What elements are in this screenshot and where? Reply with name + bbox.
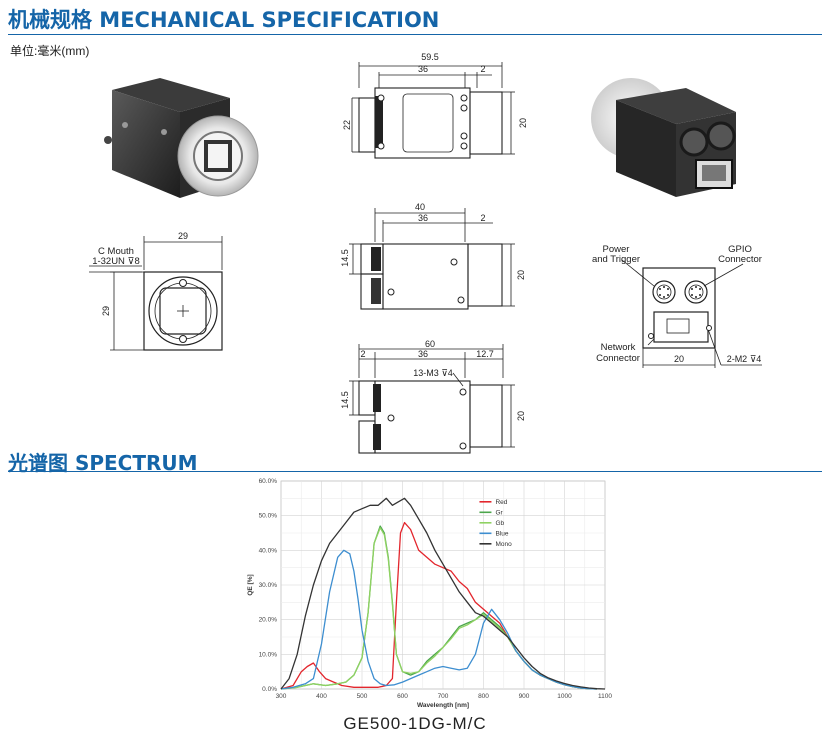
front-view-drawing: 29 C Mouth 1-32UN ⊽8 29 <box>89 231 223 351</box>
side-view-drawing: 40 36 2 14.5 20 <box>340 202 526 310</box>
spectrum-chart: 300 400 500 600 700 800 900 1000 1100 0.0% 10.0% 20… <box>247 478 612 709</box>
x-axis-title: Wavelength [nm] <box>417 702 469 709</box>
y-tick-label: 20.0% <box>259 617 278 624</box>
x-tick-label: 400 <box>316 693 327 700</box>
side-left-height-dim: 14.5 <box>340 249 350 267</box>
gpio-label-1: GPIO <box>728 244 752 255</box>
series-line-mono <box>280 497 606 690</box>
x-tick-label: 700 <box>438 693 449 700</box>
camera-rear-3d-image <box>591 78 736 197</box>
y-tick-label: 60.0% <box>259 478 278 485</box>
bottom-right-height-dim: 20 <box>516 411 526 421</box>
x-tick-label: 800 <box>478 693 489 700</box>
bottom-left-height-dim: 14.5 <box>340 391 350 409</box>
bottom-view-drawing: 60 2 36 12.7 13-M3 ⊽4 14.5 20 <box>340 339 526 454</box>
x-tick-label: 900 <box>519 693 530 700</box>
top-body-dim: 36 <box>418 64 428 74</box>
y-tick-label: 10.0% <box>259 651 278 658</box>
unit-label: 单位:毫米(mm) <box>10 44 90 58</box>
legend-label-gr: Gr <box>495 510 503 517</box>
x-tick-label: 500 <box>357 693 368 700</box>
side-right-height-dim: 20 <box>516 270 526 280</box>
c-mount-thread-label: 1-32UN ⊽8 <box>92 256 140 267</box>
top-right-height-dim: 20 <box>518 118 528 128</box>
side-body-dim: 36 <box>418 213 428 223</box>
bottom-left-dim: 2 <box>360 349 365 359</box>
x-tick-label: 1000 <box>557 693 572 700</box>
bottom-thread-dim: 13-M3 ⊽4 <box>413 368 453 378</box>
front-width-dim: 29 <box>178 231 188 241</box>
bottom-right-dim: 12.7 <box>476 349 494 359</box>
gpio-label-2: Connector <box>718 254 762 265</box>
bottom-overall-dim: 60 <box>425 339 435 349</box>
x-tick-label: 1100 <box>598 693 612 700</box>
x-tick-label: 600 <box>397 693 408 700</box>
y-tick-label: 0.0% <box>262 686 277 693</box>
power-trigger-label-1: Power <box>603 244 630 255</box>
side-overall-dim: 40 <box>415 202 425 212</box>
network-label-2: Connector <box>596 353 640 364</box>
y-tick-label: 50.0% <box>259 513 278 520</box>
legend-label-blue: Blue <box>495 531 508 538</box>
y-axis-title: QE [%] <box>247 574 254 595</box>
front-height-dim: 29 <box>101 306 111 316</box>
x-tick-label: 300 <box>276 693 287 700</box>
rear-view-drawing: Power and Trigger GPIO Connector Network… <box>592 244 762 368</box>
legend-label-gb: Gb <box>495 520 504 527</box>
spectrum-underline <box>8 471 822 472</box>
bottom-body-dim: 36 <box>418 349 428 359</box>
rear-screw-dim: 2-M2 ⊽4 <box>727 354 762 364</box>
legend-label-red: Red <box>495 499 507 506</box>
top-offset-dim: 2 <box>480 64 485 74</box>
side-offset-dim: 2 <box>480 213 485 223</box>
legend-label-mono: Mono <box>495 541 512 548</box>
top-left-height-dim: 22 <box>342 120 352 130</box>
model-name: GE500-1DG-M/C <box>343 714 487 733</box>
power-trigger-label-2: and Trigger <box>592 254 640 265</box>
mechanical-spec-title: 机械规格 MECHANICAL SPECIFICATION <box>8 8 440 32</box>
y-tick-label: 30.0% <box>259 582 278 589</box>
c-mount-label: C Mouth <box>98 246 134 257</box>
series-line-blue <box>280 549 597 690</box>
rear-width-dim: 20 <box>674 354 684 364</box>
network-label-1: Network <box>601 342 636 353</box>
top-view-drawing: 59.5 36 2 22 20 <box>342 52 528 159</box>
top-overall-dim: 59.5 <box>421 52 439 62</box>
camera-front-3d-image <box>104 78 259 198</box>
y-tick-label: 40.0% <box>259 547 278 554</box>
title-underline <box>8 34 822 35</box>
